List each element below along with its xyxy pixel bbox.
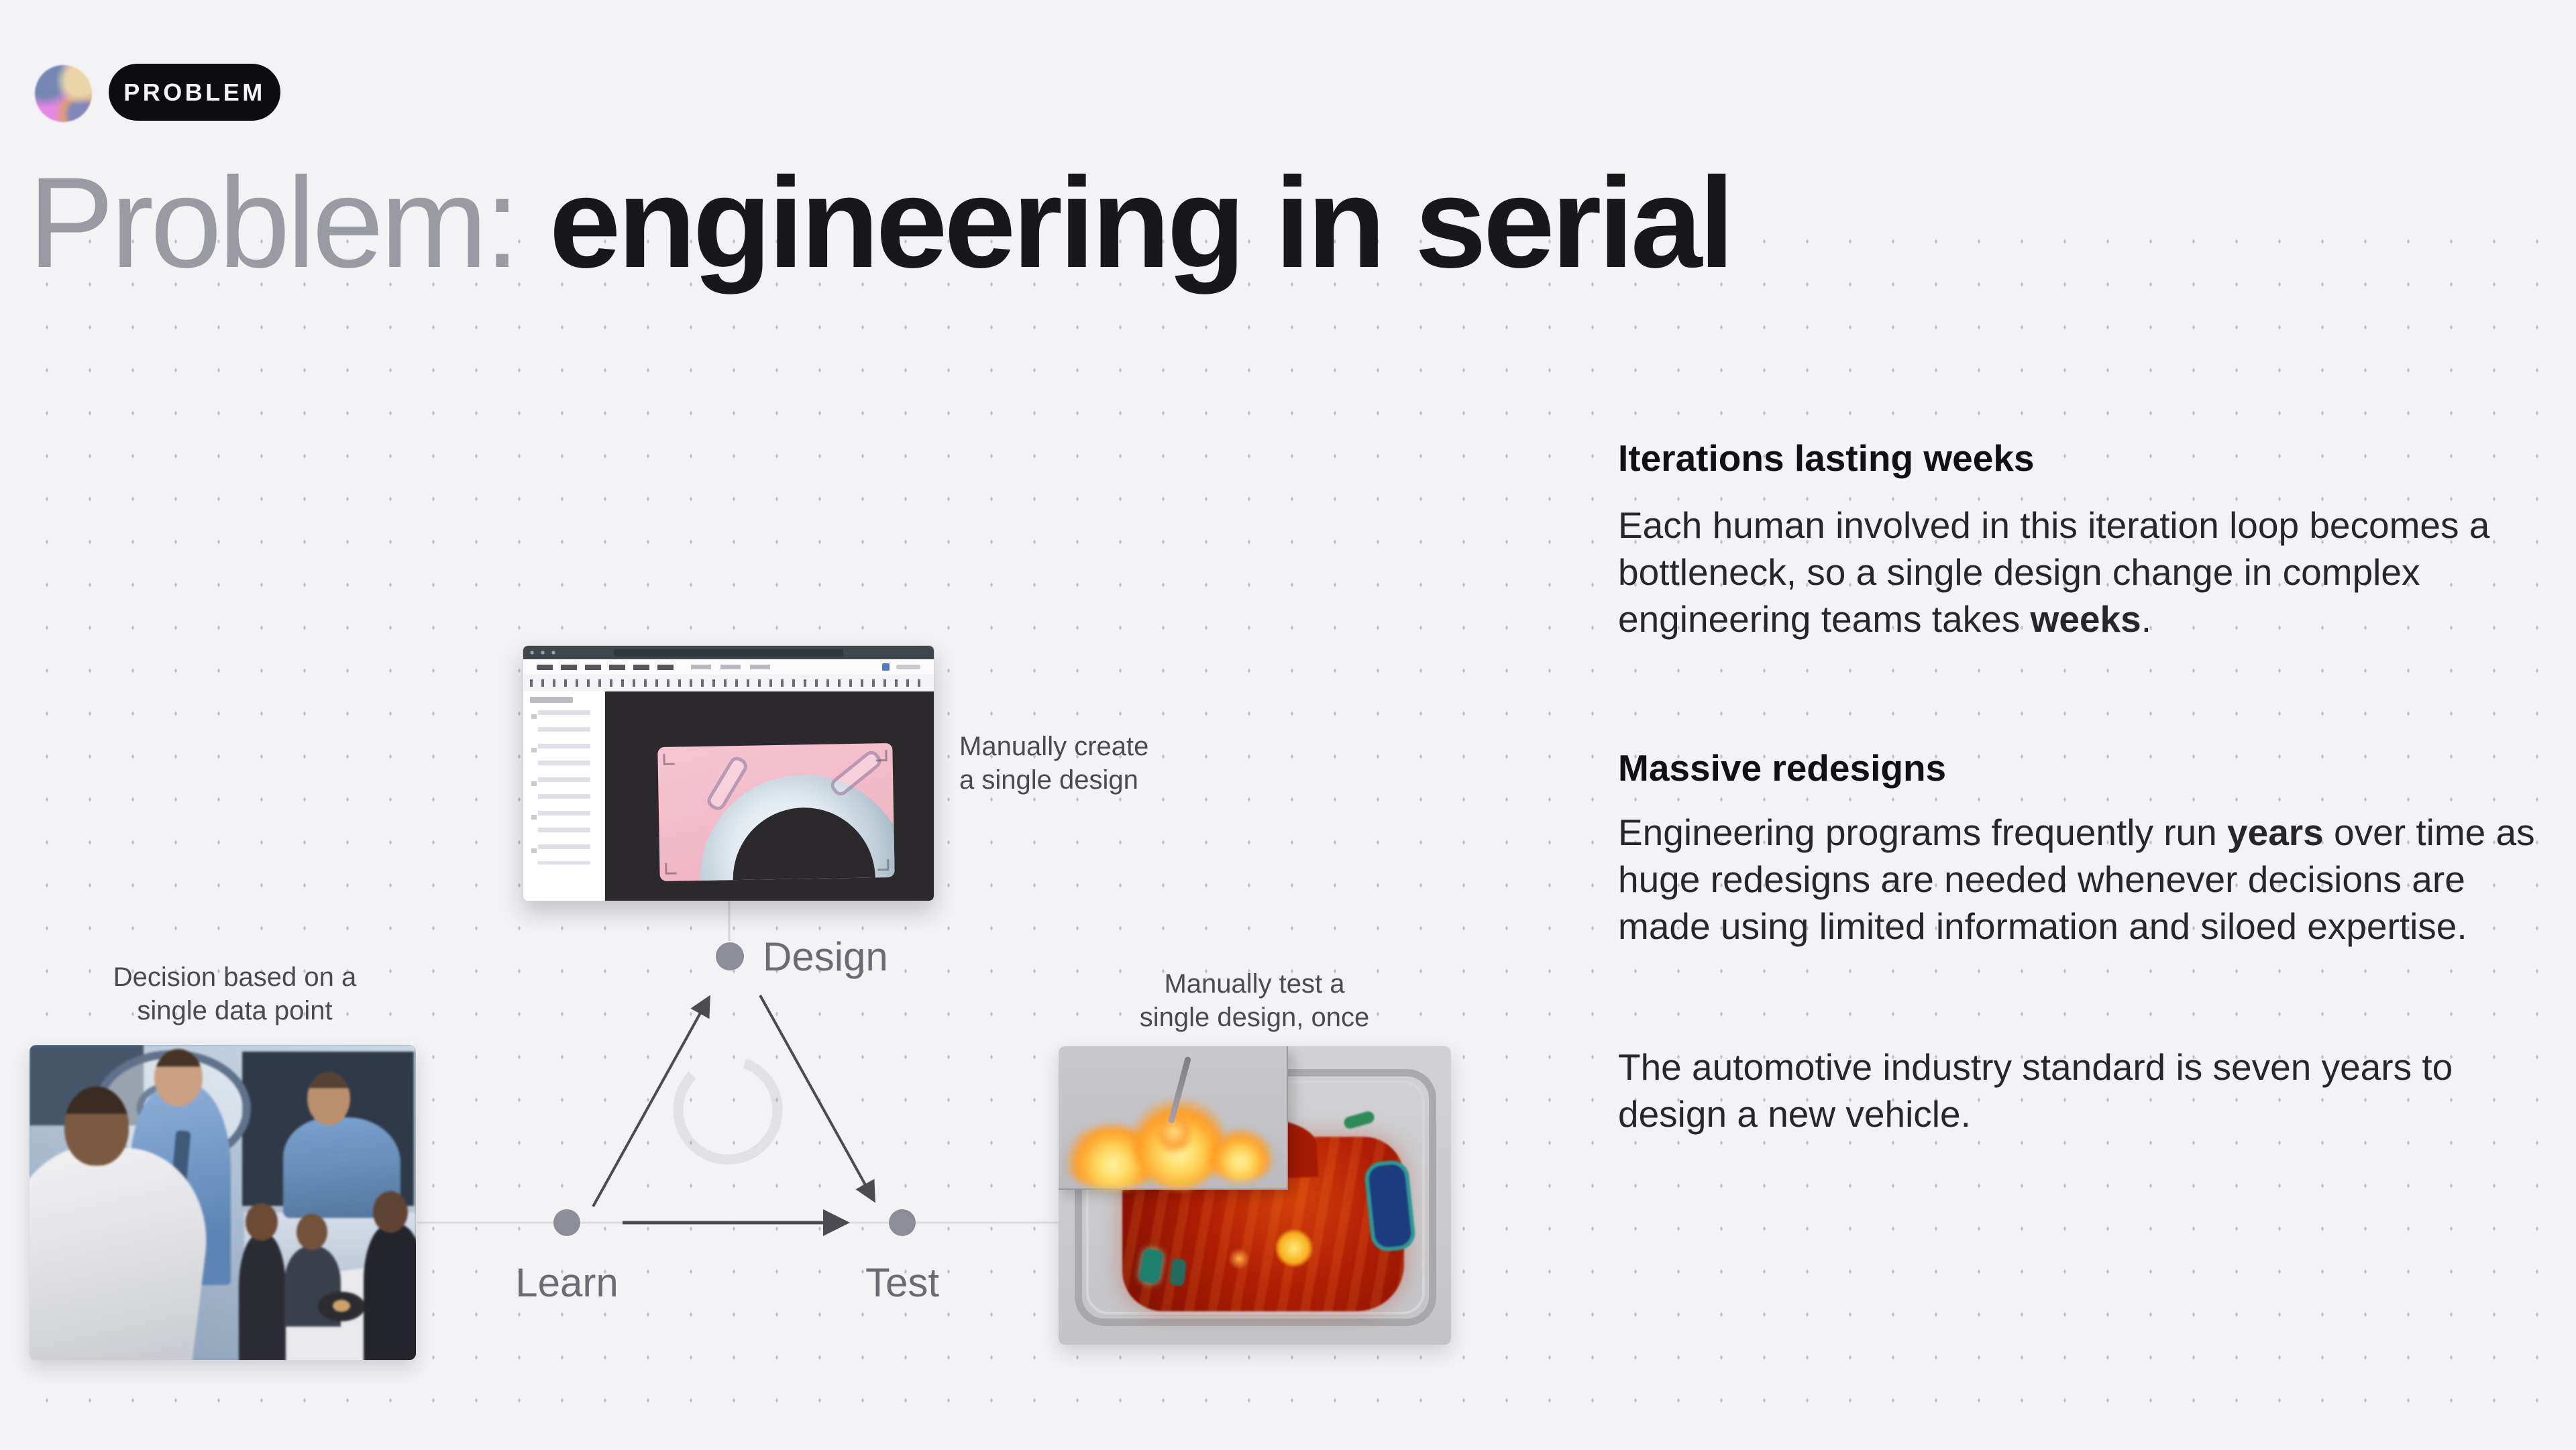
part-corner-mark: [877, 859, 890, 871]
photo-shape-person-right-head: [373, 1191, 408, 1233]
photo-shape-man-blue-head: [154, 1049, 203, 1107]
cad-part-pink-fender: [657, 742, 895, 882]
node-label-test: Test: [865, 1260, 940, 1305]
thermal-hotspot-orange: [1228, 1248, 1250, 1270]
node-dot-design: [716, 942, 744, 970]
bookmarks-bar: [537, 665, 678, 670]
thermal-coldspot-teal-small: [1169, 1258, 1187, 1287]
page-title-muted: Problem:: [28, 150, 520, 294]
test-simulation-image: [1059, 1046, 1451, 1345]
caption-design-line2: a single design: [959, 765, 1138, 795]
page-title: Problem: engineering in serial: [28, 149, 1735, 297]
page-title-main: engineering in serial: [549, 150, 1735, 294]
cad-viewport: [605, 691, 934, 901]
caption-design-line1: Manually create: [959, 732, 1149, 761]
section-badge: PROBLEM: [109, 64, 280, 121]
section-paragraph: Engineering programs frequently run year…: [1618, 812, 2535, 947]
arrow-design-to-test: [759, 995, 875, 1203]
section-paragraph: The automotive industry standard is seve…: [1618, 1046, 2453, 1135]
node-label-design: Design: [763, 934, 888, 979]
extension-icon: [882, 663, 890, 671]
photo-shape-person-left-head: [246, 1203, 278, 1241]
right-text-panel: Iterations lasting weeks Each human invo…: [1618, 0, 2537, 1450]
thermal-coldspot-blue: [1363, 1158, 1417, 1253]
cad-tree-header: [530, 697, 573, 703]
profile-chip: [896, 665, 920, 669]
thermal-hotspot-yellow: [1275, 1229, 1313, 1267]
photo-shape-person-right: [364, 1225, 416, 1360]
cad-tree-rows: [538, 710, 590, 865]
cad-toolbar: [523, 674, 934, 692]
flame-glow-right: [1208, 1129, 1273, 1182]
photo-shape-conference-device: [318, 1292, 365, 1321]
cad-window-urlbar: [523, 659, 934, 675]
brand-logo-icon: [35, 65, 92, 122]
section-heading-redesigns: Massive redesigns: [1618, 747, 1947, 789]
caption-test-line2: single design, once: [1139, 1003, 1370, 1032]
photo-shape-person-center-head: [297, 1214, 327, 1250]
meeting-photo: [30, 1045, 416, 1360]
part-corner-mark: [665, 862, 677, 875]
cad-window-titlebar: [523, 646, 934, 659]
browser-tab: [613, 649, 844, 657]
photo-shape-man-desk-head: [307, 1072, 350, 1125]
node-dot-test: [889, 1209, 916, 1236]
caption-learn: Decision based on a single data point: [67, 960, 402, 1027]
section-badge-label: PROBLEM: [123, 78, 266, 106]
cad-toolbar-icons: [530, 679, 927, 687]
part-corner-mark: [663, 753, 675, 765]
meeting-photo-art: [30, 1045, 416, 1360]
rocket-fire-inset: [1059, 1046, 1288, 1190]
caption-learn-line2: single data point: [137, 996, 333, 1025]
iteration-loop-icon: [673, 1055, 783, 1165]
photo-shape-person-left: [239, 1234, 286, 1360]
node-dot-learn: [553, 1209, 580, 1236]
photo-shape-man-white-head: [64, 1086, 129, 1166]
cad-tree-icons: [531, 714, 537, 862]
url-text-placeholder: [691, 665, 771, 669]
section-heading-iterations: Iterations lasting weeks: [1618, 437, 2035, 479]
part-corner-mark: [875, 750, 888, 762]
cad-feature-tree-panel: [523, 691, 605, 901]
caption-test: Manually test a single design, once: [1087, 967, 1422, 1034]
node-label-learn: Learn: [515, 1260, 619, 1305]
cad-app-screenshot: [523, 645, 934, 901]
section-paragraph: Each human involved in this iteration lo…: [1618, 504, 2490, 640]
caption-test-line1: Manually test a: [1164, 969, 1345, 999]
caption-learn-line1: Decision based on a: [113, 962, 357, 992]
window-buttons-icon: [530, 651, 559, 655]
caption-design: Manually create a single design: [959, 730, 1148, 797]
arrow-learn-to-design: [592, 995, 710, 1207]
cad-window-body: [523, 691, 934, 901]
